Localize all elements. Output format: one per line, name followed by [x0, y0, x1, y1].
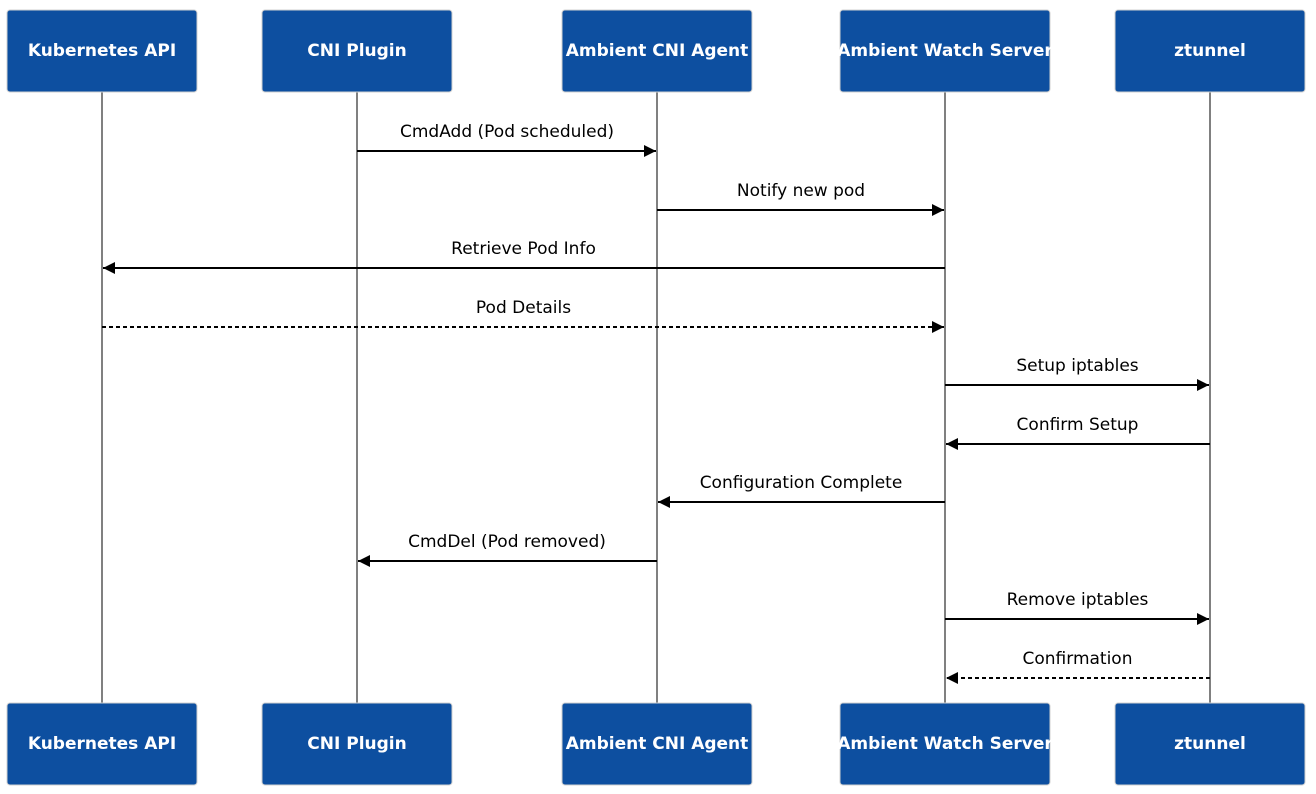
message-label: Setup iptables	[1016, 356, 1138, 376]
actor-label: Kubernetes API	[28, 41, 176, 61]
actor-label: Ambient Watch Server	[837, 41, 1053, 61]
message-6: Confirm Setup	[946, 415, 1210, 450]
actor-bottom-k8s: Kubernetes API	[6, 702, 198, 786]
message-label: Confirmation	[1023, 649, 1133, 669]
actor-box	[261, 702, 453, 786]
actor-box	[561, 702, 753, 786]
message-9: Remove iptables	[945, 590, 1209, 625]
actor-label: Ambient CNI Agent	[566, 734, 749, 754]
actor-box	[6, 9, 198, 93]
actor-top-agent: Ambient CNI Agent	[561, 9, 753, 93]
actor-top-watch: Ambient Watch Server	[837, 9, 1053, 93]
message-2: Notify new pod	[657, 181, 944, 216]
message-8: CmdDel (Pod removed)	[358, 532, 657, 567]
message-10: Confirmation	[946, 649, 1210, 684]
actor-box	[839, 9, 1051, 93]
actor-label: CNI Plugin	[307, 41, 406, 61]
actor-label: ztunnel	[1174, 41, 1246, 61]
message-label: Remove iptables	[1007, 590, 1149, 610]
actor-bottom-cni: CNI Plugin	[261, 702, 453, 786]
actor-label: CNI Plugin	[307, 734, 406, 754]
actor-box	[6, 702, 198, 786]
message-1: CmdAdd (Pod scheduled)	[357, 122, 656, 157]
actor-box	[1114, 702, 1306, 786]
actor-top-cni: CNI Plugin	[261, 9, 453, 93]
actor-box	[261, 9, 453, 93]
actor-label: Kubernetes API	[28, 734, 176, 754]
message-label: Notify new pod	[737, 181, 865, 201]
actor-bottom-zt: ztunnel	[1114, 702, 1306, 786]
actor-bottom-watch: Ambient Watch Server	[837, 702, 1053, 786]
actor-label: ztunnel	[1174, 734, 1246, 754]
message-label: Retrieve Pod Info	[451, 239, 596, 259]
actor-top-k8s: Kubernetes API	[6, 9, 198, 93]
message-3: Retrieve Pod Info	[103, 239, 945, 274]
message-label: Pod Details	[476, 298, 571, 318]
message-label: Confirm Setup	[1017, 415, 1139, 435]
actor-top-zt: ztunnel	[1114, 9, 1306, 93]
message-label: CmdDel (Pod removed)	[408, 532, 606, 552]
actor-bottom-agent: Ambient CNI Agent	[561, 702, 753, 786]
actor-label: Ambient CNI Agent	[566, 41, 749, 61]
message-5: Setup iptables	[945, 356, 1209, 391]
actor-label: Ambient Watch Server	[837, 734, 1053, 754]
actor-box	[1114, 9, 1306, 93]
message-label: Configuration Complete	[700, 473, 903, 493]
actor-box	[839, 702, 1051, 786]
message-4: Pod Details	[102, 298, 944, 333]
message-label: CmdAdd (Pod scheduled)	[400, 122, 614, 142]
message-7: Configuration Complete	[658, 473, 945, 508]
actor-box	[561, 9, 753, 93]
